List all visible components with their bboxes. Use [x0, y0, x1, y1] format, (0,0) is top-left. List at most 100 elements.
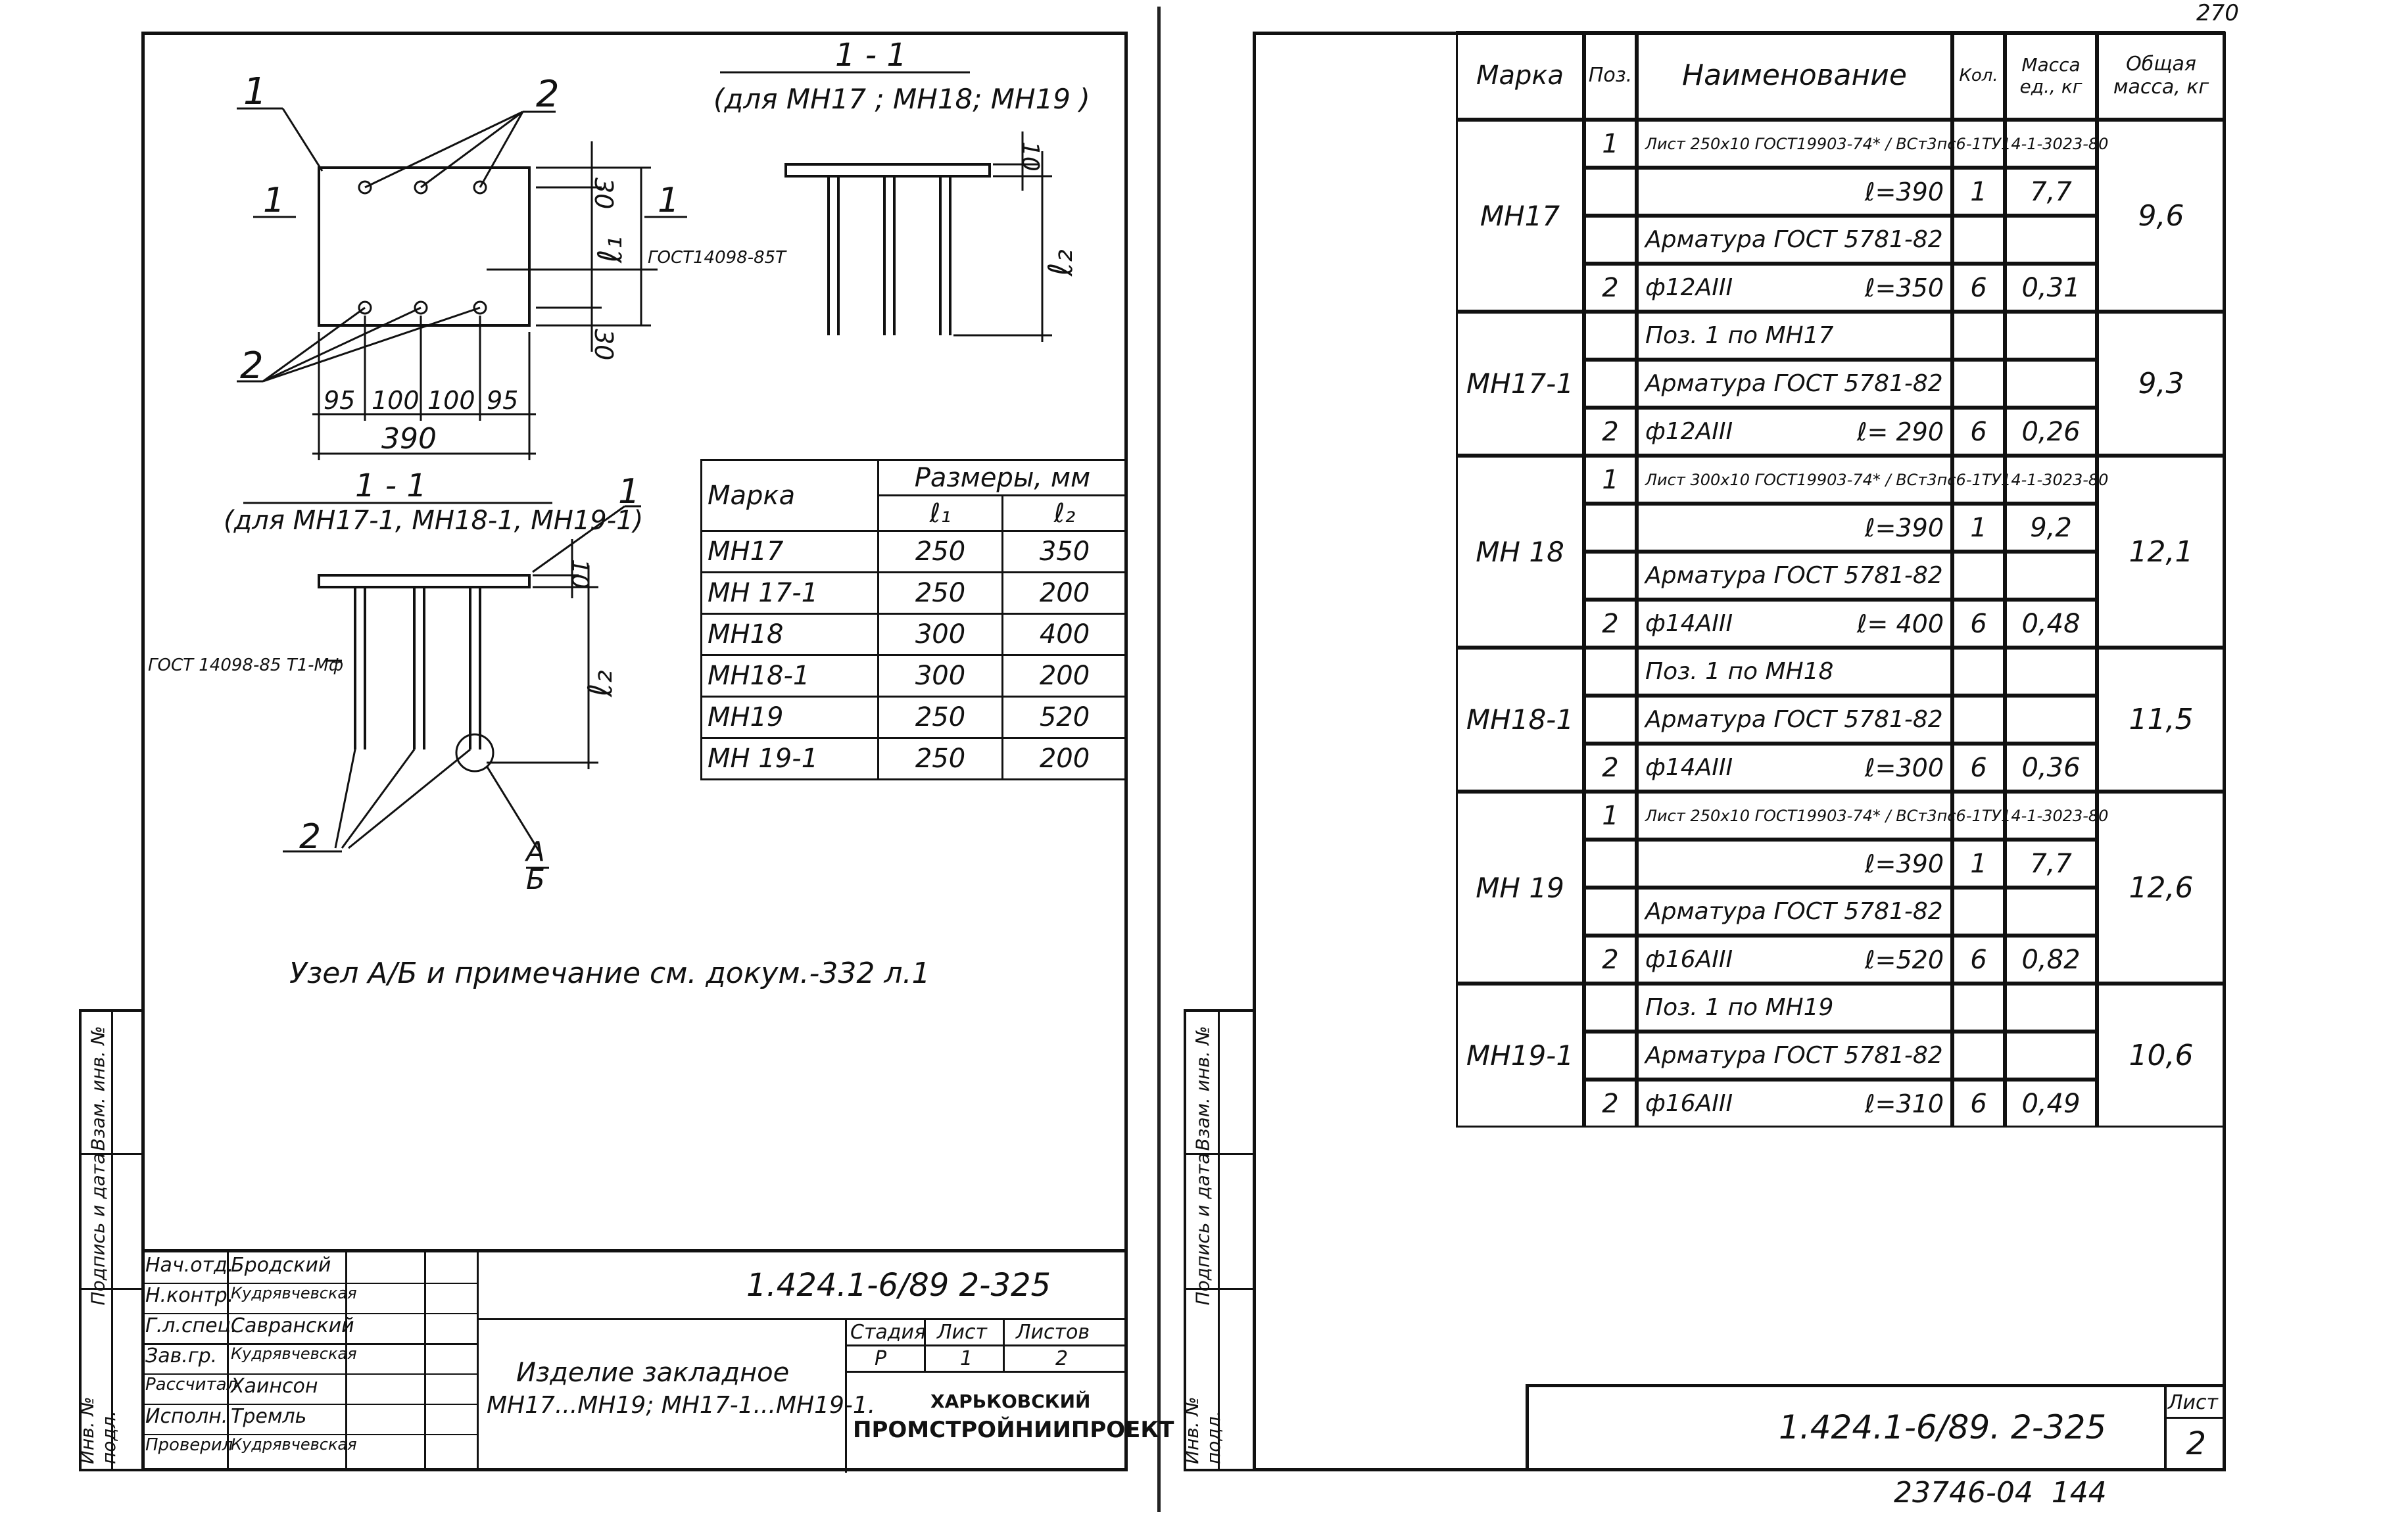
spec-total-mass-cell: 9,3	[2097, 312, 2225, 456]
spec-mass-cell: 7,7	[2005, 168, 2097, 216]
stamp-inv-podl: Инв. № подл.	[1181, 1396, 1224, 1464]
spec-mass-cell	[2005, 1032, 2097, 1080]
spec-name-text: Арматура ГОСТ 5781-82	[1645, 706, 1943, 733]
stage-value: Р	[875, 1347, 887, 1370]
left-side-stamp: Инв. № подл. Подпись и дата Взам. инв. №	[76, 1009, 141, 1471]
spec-mass-cell	[2005, 792, 2097, 840]
org-name-line-2: ПРОМСТРОЙНИИПРОЕКТ	[853, 1417, 1174, 1443]
spec-name-cell: ℓ=390	[1637, 168, 1952, 216]
spec-qty-cell: 6	[1952, 600, 2005, 648]
people-role: Исполн.	[145, 1405, 228, 1428]
spec-pos-cell: 2	[1584, 264, 1637, 312]
people-role: Г.л.спец.	[145, 1314, 237, 1337]
spec-name-text: Лист 250х10 ГОСТ19903-74* / ВСт3пс6-1ТУ1…	[1645, 134, 2109, 153]
spec-mass-cell	[2005, 696, 2097, 744]
spec-qty-cell: 6	[1952, 264, 2005, 312]
spec-name-text: ф14АIII	[1645, 610, 1733, 637]
spec-mass-cell: 0,31	[2005, 264, 2097, 312]
spec-mass-cell	[2005, 984, 2097, 1032]
dim-row-l1: 300	[877, 654, 1003, 698]
spec-name-cell: Арматура ГОСТ 5781-82	[1637, 888, 1952, 936]
people-name: Бродский	[231, 1254, 331, 1277]
sheets-value: 2	[1055, 1347, 1069, 1370]
people-name: Тремль	[231, 1405, 307, 1428]
spec-mass-cell: 0,82	[2005, 936, 2097, 984]
people-role: Нач.отд.	[145, 1254, 234, 1277]
spec-qty-cell	[1952, 216, 2005, 264]
spec-qty-cell: 1	[1952, 840, 2005, 888]
dim-row-mark: МН 17-1	[700, 571, 879, 615]
spec-qty-cell	[1952, 456, 2005, 504]
spec-length-text: ℓ=310	[1864, 1089, 1944, 1118]
stamp-vzam-inv: Взам. инв. №	[1192, 1026, 1214, 1151]
spec-mass-cell	[2005, 216, 2097, 264]
people-name: Хаинсон	[231, 1375, 318, 1398]
dim-row-l2: 350	[1001, 530, 1128, 573]
corner-number: 270	[2196, 0, 2239, 26]
spec-mark-cell: МН19-1	[1456, 984, 1584, 1128]
spec-mass-cell	[2005, 312, 2097, 360]
dim-row-mark: МН19	[700, 696, 879, 739]
right-title-block: 1.424.1-6/89. 2-325 Лист 2	[1526, 1384, 2226, 1471]
org-name-line-1: ХАРЬКОВСКИЙ	[930, 1391, 1091, 1412]
spec-mass-cell	[2005, 888, 2097, 936]
spec-qty-cell: 6	[1952, 1080, 2005, 1128]
spec-pos-cell	[1584, 504, 1637, 552]
spec-name-text: Поз. 1 по МН17	[1645, 322, 1834, 349]
spec-length-text: ℓ=390	[1864, 513, 1944, 542]
spec-name-cell: Арматура ГОСТ 5781-82	[1637, 552, 1952, 600]
spec-pos-cell	[1584, 888, 1637, 936]
spec-qty-cell	[1952, 648, 2005, 696]
dim-row-l1: 250	[877, 737, 1003, 780]
spec-name-cell: ℓ=390	[1637, 504, 1952, 552]
spec-qty-cell: 6	[1952, 936, 2005, 984]
people-role: Проверил	[145, 1435, 233, 1455]
spec-length-text: ℓ=390	[1864, 177, 1944, 206]
spec-name-cell: Поз. 1 по МН19	[1637, 984, 1952, 1032]
spec-qty-cell: 6	[1952, 744, 2005, 792]
spec-length-text: ℓ=390	[1864, 849, 1944, 878]
spec-header-mass-total: Общая масса, кг	[2097, 31, 2225, 120]
spec-name-cell: Поз. 1 по МН18	[1637, 648, 1952, 696]
spec-mass-cell: 0,48	[2005, 600, 2097, 648]
people-role: Рассчитал	[145, 1375, 238, 1394]
spec-mass-cell: 7,7	[2005, 840, 2097, 888]
spec-pos-cell: 1	[1584, 792, 1637, 840]
spec-name-cell: Лист 250х10 ГОСТ19903-74* / ВСт3пс6-1ТУ1…	[1637, 120, 2108, 168]
spec-header-pos: Поз.	[1584, 31, 1637, 120]
spec-pos-cell: 2	[1584, 1080, 1637, 1128]
spec-pos-cell	[1584, 360, 1637, 408]
spec-qty-cell: 1	[1952, 168, 2005, 216]
spec-name-text: ф16АIII	[1645, 946, 1733, 973]
spec-pos-cell	[1584, 648, 1637, 696]
dim-row-l2: 400	[1001, 613, 1128, 656]
spec-qty-cell	[1952, 120, 2005, 168]
stamp-signature-date: Подпись и дата	[1192, 1153, 1214, 1306]
sheet-value: 1	[960, 1347, 973, 1370]
spec-name-cell: Арматура ГОСТ 5781-82	[1637, 360, 1952, 408]
spec-name-text: Лист 300х10 ГОСТ19903-74* / ВСт3пс6-1ТУ1…	[1645, 470, 2109, 489]
node-note: Узел А/Б и примечание см. докум.-332 л.1	[289, 957, 930, 990]
spec-qty-cell	[1952, 360, 2005, 408]
spec-qty-cell	[1952, 552, 2005, 600]
dim-table-header-l2: ℓ₂	[1001, 494, 1128, 532]
stamp-signature-date: Подпись и дата	[87, 1153, 109, 1306]
spec-name-cell: Арматура ГОСТ 5781-82	[1637, 216, 1952, 264]
spec-pos-cell: 1	[1584, 120, 1637, 168]
dim-row-l1: 300	[877, 613, 1003, 656]
spec-name-text: Лист 250х10 ГОСТ19903-74* / ВСт3пс6-1ТУ1…	[1645, 806, 2109, 825]
spec-total-mass-cell: 11,5	[2097, 648, 2225, 792]
spec-qty-cell	[1952, 792, 2005, 840]
dim-row-l2: 520	[1001, 696, 1128, 739]
stage-header: Стадия	[850, 1321, 927, 1344]
dim-row-l1: 250	[877, 571, 1003, 615]
dim-row-l1: 250	[877, 530, 1003, 573]
right-side-stamp: Инв. № подл. Подпись и дата Взам. инв. №	[1181, 1009, 1253, 1471]
